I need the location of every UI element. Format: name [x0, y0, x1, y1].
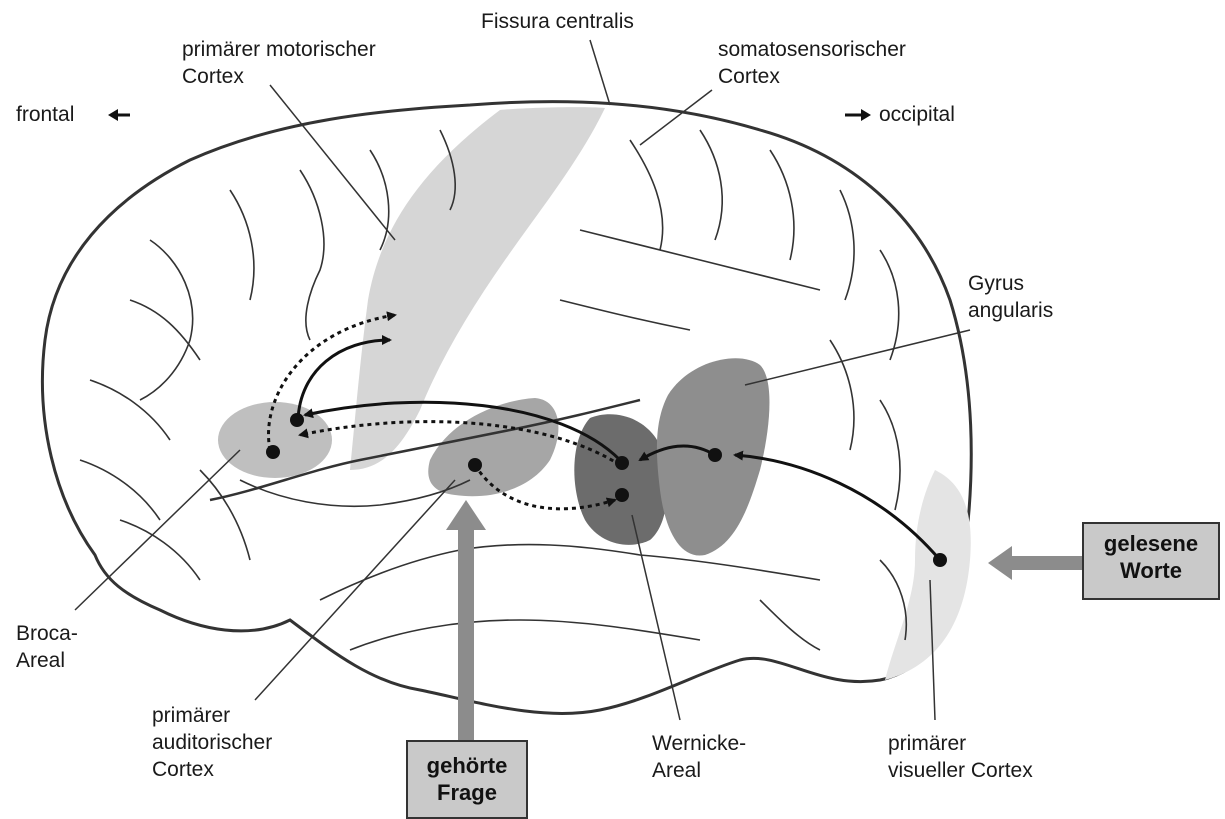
motor-cortex-label-line1: primärer motorischer: [182, 36, 376, 63]
fissura-centralis-label: Fissura centralis: [481, 8, 634, 35]
read-words-line2: Worte: [1084, 557, 1218, 584]
motor-cortex-label: primärer motorischer Cortex: [182, 36, 376, 90]
heard-question-line1: gehörte: [408, 752, 526, 779]
wernicke-label-line2: Areal: [652, 757, 746, 784]
auditory-cortex-label: primärer auditorischer Cortex: [152, 702, 272, 783]
occipital-label: occipital: [879, 101, 955, 128]
broca-area-label: Broca- Areal: [16, 620, 78, 674]
somatosensory-label-line1: somatosensorischer: [718, 36, 906, 63]
auditory-label-line3: Cortex: [152, 756, 272, 783]
frontal-label: frontal: [16, 101, 74, 128]
gyrus-label-line1: Gyrus: [968, 270, 1053, 297]
broca-label-line1: Broca-: [16, 620, 78, 647]
auditory-label-line1: primärer: [152, 702, 272, 729]
wernicke-area-label: Wernicke- Areal: [652, 730, 746, 784]
motor-cortex-label-line2: Cortex: [182, 63, 376, 90]
gyrus-angularis-label: Gyrus angularis: [968, 270, 1053, 324]
broca-label-line2: Areal: [16, 647, 78, 674]
gyrus-label-line2: angularis: [968, 297, 1053, 324]
auditory-label-line2: auditorischer: [152, 729, 272, 756]
visual-label-line2: visueller Cortex: [888, 757, 1033, 784]
heard-question-line2: Frage: [408, 779, 526, 806]
visual-label-line1: primärer: [888, 730, 1033, 757]
heard-question-box: gehörte Frage: [406, 740, 528, 819]
visual-cortex-label: primärer visueller Cortex: [888, 730, 1033, 784]
somatosensory-label-line2: Cortex: [718, 63, 906, 90]
read-words-line1: gelesene: [1084, 530, 1218, 557]
wernicke-label-line1: Wernicke-: [652, 730, 746, 757]
somatosensory-cortex-label: somatosensorischer Cortex: [718, 36, 906, 90]
read-words-box: gelesene Worte: [1082, 522, 1220, 600]
